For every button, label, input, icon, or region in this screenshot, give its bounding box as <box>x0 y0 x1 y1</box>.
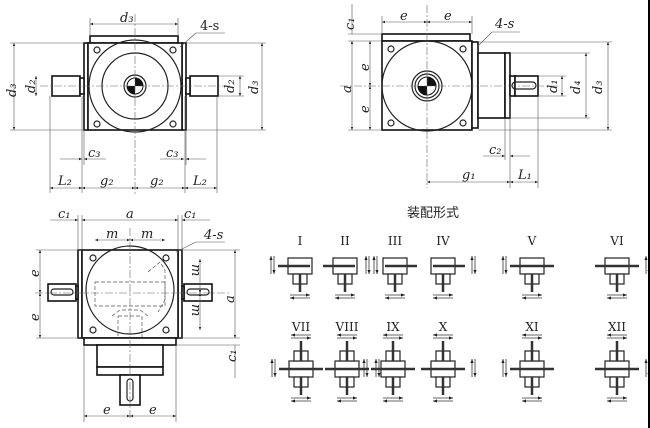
dim-g1: g₁ <box>462 168 476 183</box>
dim-d3-right: d₃ <box>247 80 262 94</box>
form-label: XII <box>608 320 626 334</box>
dim-e-right: e <box>149 403 157 418</box>
dim-d1: d₁ <box>546 79 561 93</box>
dim-L2-left: L₂ <box>57 174 72 189</box>
assembly-form-8: VIII <box>325 320 381 403</box>
form-label: VII <box>291 320 310 334</box>
dim-m-left: m <box>106 227 118 242</box>
form-label: X <box>439 320 448 334</box>
dim-m-right: m <box>141 227 153 242</box>
dim-c1: c₁ <box>343 18 358 31</box>
dim-d4: d₄ <box>569 80 584 94</box>
output-housing <box>477 52 506 119</box>
dim-m-lower: m <box>188 304 203 316</box>
dim-m-upper: m <box>188 264 203 276</box>
assembly-form-12: XII <box>595 320 648 403</box>
assembly-form-10: X <box>421 320 477 403</box>
side-view: e e 4-s c₁ a e e d₁ d₄ d₃ c₂ g₁ L₁ <box>340 4 612 188</box>
dim-e-lower: e <box>28 313 43 321</box>
dim-a-right: a <box>223 295 238 303</box>
form-label: III <box>388 234 402 248</box>
dim-e-left: e <box>103 403 111 418</box>
front-view: d₃ 4-s d₃ d₂ d₂ d₃ c₃ c₃ L₂ g₂ g₂ L₂ <box>5 11 266 195</box>
assembly-form-2: II <box>323 234 379 300</box>
dim-g2-right: g₂ <box>150 174 164 189</box>
dim-e-top-right: e <box>444 9 452 24</box>
form-label: IV <box>436 234 450 248</box>
dim-d2-right: d₂ <box>223 79 238 93</box>
dim-c3-right: c₃ <box>166 146 179 161</box>
assembly-form-11: XI <box>501 320 554 403</box>
form-label: VI <box>609 234 624 248</box>
dim-c1-right: c₁ <box>184 207 197 222</box>
form-label: VIII <box>335 320 359 334</box>
dim-e-top-left: e <box>400 9 408 24</box>
assembly-form-7: VII <box>270 320 323 403</box>
dim-d2-left: d₂ <box>24 79 39 93</box>
form-label: XI <box>525 320 539 334</box>
dim-c1-lower: c₁ <box>225 350 240 363</box>
dim-g2-left: g₂ <box>100 174 114 189</box>
assembly-form-6: VI <box>595 234 648 300</box>
form-label: V <box>527 234 537 248</box>
dim-c2: c₂ <box>489 143 502 158</box>
assembly-form-3: III <box>364 234 417 300</box>
assembly-title: 装配形式 <box>407 206 459 221</box>
dim-c3-left: c₃ <box>88 146 101 161</box>
assembly-form-1: I <box>269 234 313 300</box>
assembly-form-4: IV <box>430 234 477 300</box>
top-view: c₁ a c₁ m m 4-s e e m m a c₁ e e <box>28 207 240 422</box>
left-shaft <box>47 283 77 302</box>
dim-c1-left: c₁ <box>58 207 71 222</box>
dim-d3-left: d₃ <box>5 83 20 97</box>
dim-a-top: a <box>126 207 134 222</box>
holes-label: 4-s <box>494 17 515 32</box>
dim-e-lower: e <box>358 105 373 113</box>
dim-a: a <box>340 85 355 93</box>
holes-label: 4-s <box>203 228 224 243</box>
dim-L2-right: L₂ <box>192 174 207 189</box>
dim-e-upper: e <box>28 269 43 277</box>
holes-label: 4-s <box>200 19 219 34</box>
dim-L1: L₁ <box>517 168 532 183</box>
form-label: I <box>298 234 303 248</box>
assembly-form-5: V <box>501 234 554 300</box>
dim-d3: d₃ <box>591 80 606 94</box>
dim-e-upper: e <box>358 63 373 71</box>
dim-d3-top: d₃ <box>120 11 134 26</box>
form-label: IX <box>386 320 400 334</box>
form-label: II <box>340 234 350 248</box>
assembly-form-9: IX <box>362 320 415 403</box>
right-shaft <box>183 283 213 302</box>
